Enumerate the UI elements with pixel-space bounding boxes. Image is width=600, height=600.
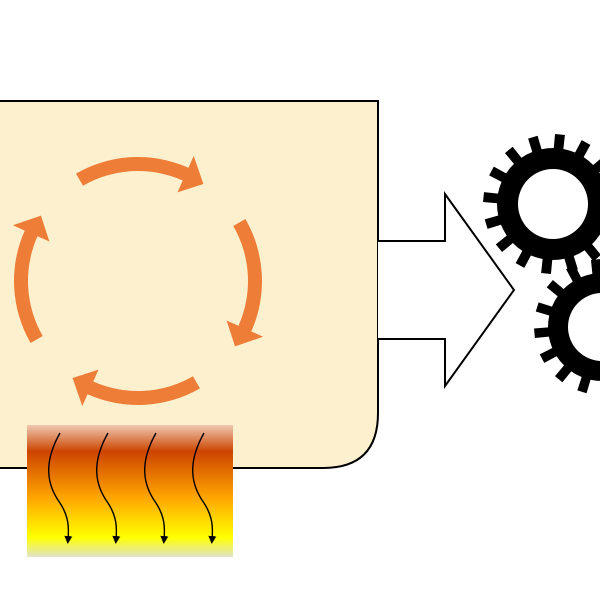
heat-flow-arrow (48, 432, 73, 544)
heat-flow-arrow (96, 432, 121, 544)
heat-source-block (27, 425, 233, 557)
chamber-box (0, 100, 379, 469)
output-arrow-icon (378, 190, 516, 390)
gears-icon (483, 134, 600, 394)
heat-source-icon (27, 425, 233, 557)
gear (483, 134, 600, 274)
gear (534, 259, 600, 394)
cycle-arrow (226, 219, 264, 347)
cycle-arrow (12, 215, 50, 343)
circular-cycle-icon (12, 155, 264, 407)
heat-flow-arrow (144, 432, 169, 544)
cycle-arrow (72, 369, 200, 407)
heat-flow-arrow (192, 432, 217, 544)
cycle-arrow (76, 155, 204, 193)
